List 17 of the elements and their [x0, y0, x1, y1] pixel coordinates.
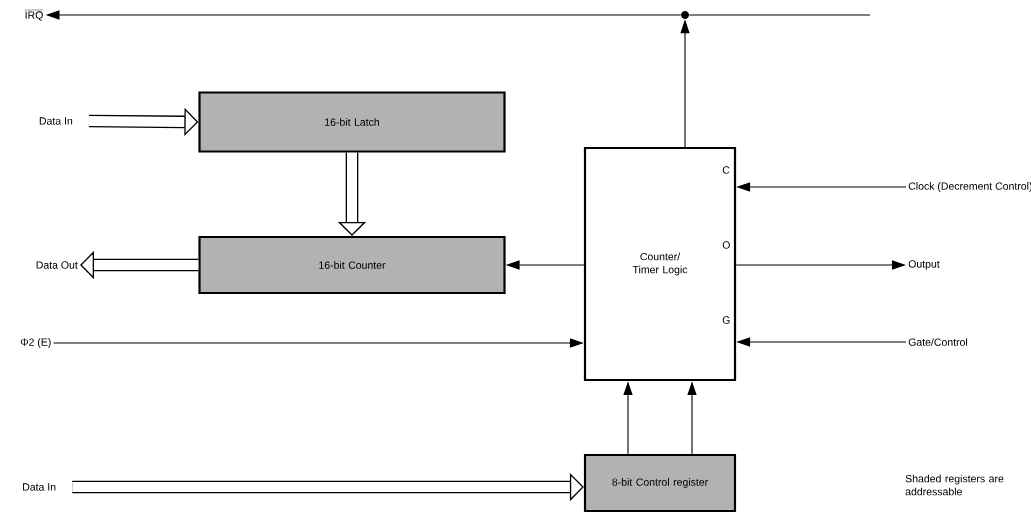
signal-name: IRQ: [24, 9, 44, 21]
signal-name: Data In: [23, 483, 56, 491]
signal-line: [688, 14, 871, 16]
signal-name: Clock (Decrement Control): [908, 182, 1031, 192]
signal-name: Φ2 (E): [20, 338, 51, 348]
register-box: 8-bit Control register: [583, 453, 737, 512]
pin-name: C: [722, 166, 730, 174]
signal-name: Data Out: [36, 261, 78, 269]
signal-name: Output: [908, 260, 940, 270]
register-box: 16-bit Counter: [198, 235, 506, 295]
pin-name: G: [722, 316, 730, 324]
pin-name: O: [722, 241, 730, 249]
note: Shaded registers are addressable: [905, 474, 1004, 496]
signal-name: Data In: [39, 117, 73, 125]
signal-name: Gate/Control: [908, 338, 968, 346]
bus-arrow: [88, 107, 199, 136]
register-box: 16-bit Latch: [198, 91, 506, 153]
